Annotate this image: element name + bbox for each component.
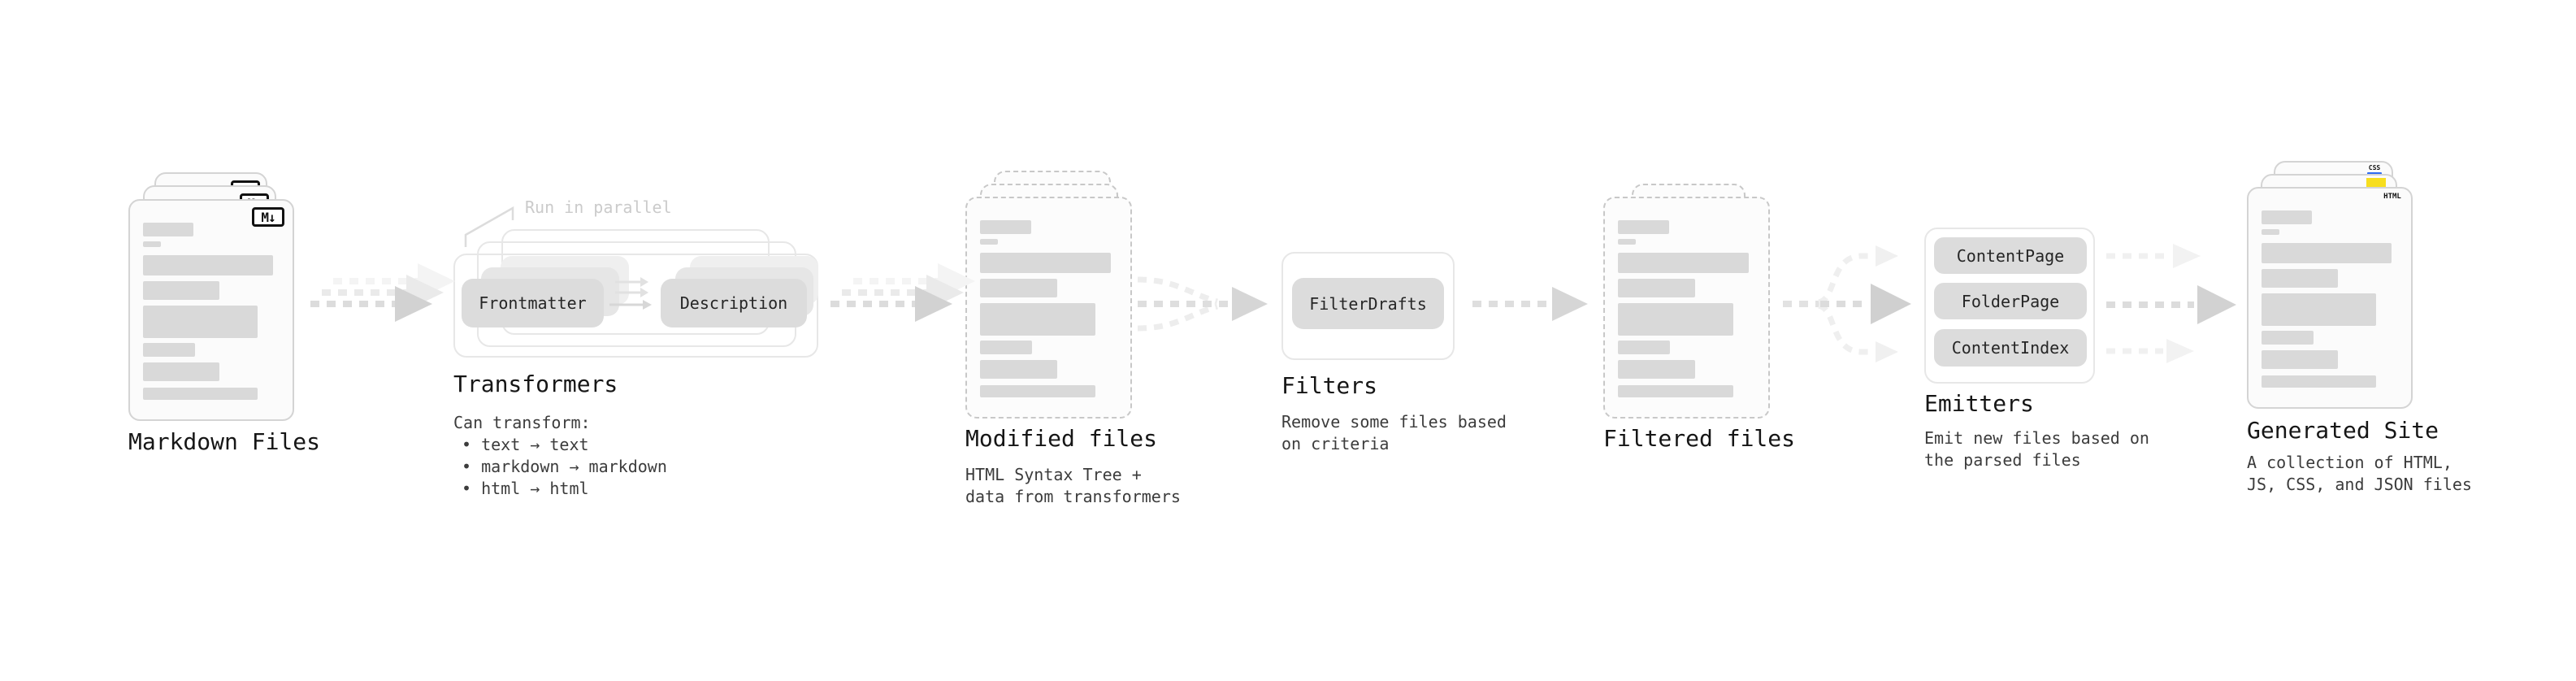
emitter-pill-folderpage: FolderPage	[1934, 283, 2087, 319]
skeleton-bar	[2262, 293, 2377, 326]
arrow-filters-to-filtered	[1472, 287, 1588, 321]
stage-title-filtered-files: Filtered files	[1603, 425, 1796, 452]
skeleton-bar	[143, 343, 195, 357]
html5-icon-label: HTML	[2383, 193, 2401, 201]
skeleton-bar	[980, 303, 1095, 336]
caption-line: JS, CSS, and JSON files	[2247, 475, 2472, 494]
skeleton-bar	[1618, 239, 1636, 245]
markdown-file-card-front: M↓	[128, 199, 294, 421]
skeleton-bar	[1618, 253, 1749, 273]
stage-title-modified-files: Modified files	[965, 425, 1158, 452]
skeleton-bar	[2262, 331, 2314, 345]
transformer-pill-frontmatter: Frontmatter	[462, 279, 604, 327]
skeleton-bar	[1618, 279, 1695, 297]
arrow-filtered-to-emitters-fan-out	[1783, 245, 1911, 362]
stage-title-generated-site: Generated Site	[2247, 417, 2439, 444]
emitter-pill-contentpage: ContentPage	[1934, 237, 2087, 274]
emitters-caption: Emit new files based on the parsed files	[1924, 427, 2149, 471]
skeleton-bar	[2262, 243, 2392, 263]
modified-file-card-front	[965, 197, 1132, 419]
skeleton-bar	[143, 223, 194, 236]
transformers-box-front	[453, 254, 818, 358]
stage-title-markdown-files: Markdown Files	[128, 428, 321, 455]
caption-line: A collection of HTML,	[2247, 453, 2452, 472]
skeleton-bar	[980, 220, 1031, 234]
arrow-markdown-to-transformers	[310, 263, 455, 322]
run-in-parallel-annotation: Run in parallel	[525, 197, 672, 217]
filter-pill-filterdrafts: FilterDrafts	[1292, 278, 1444, 329]
skeleton-bar	[980, 239, 998, 245]
modified-files-caption: HTML Syntax Tree + data from transformer…	[965, 464, 1181, 508]
skeleton-bar	[980, 279, 1057, 297]
skeleton-bar	[143, 388, 258, 400]
stage-title-filters: Filters	[1281, 372, 1378, 399]
filters-box	[1281, 252, 1455, 360]
css-icon-label: CSS	[2368, 164, 2381, 171]
javascript-icon	[2366, 178, 2386, 189]
caption-line: the parsed files	[1924, 450, 2081, 470]
emitters-box	[1924, 228, 2095, 384]
caption-line: Remove some files based	[1281, 412, 1507, 432]
html5-icon: HTML 5	[2382, 193, 2403, 201]
caption-heading: Can transform:	[453, 413, 591, 432]
transform-list-item: • text → text	[462, 435, 589, 454]
document-skeleton	[980, 220, 1117, 397]
skeleton-bar	[143, 255, 273, 275]
arrow-modified-to-filters-fan-in	[1137, 276, 1268, 332]
emitter-pill-contentindex: ContentIndex	[1934, 329, 2087, 367]
transform-list-item: • markdown → markdown	[462, 457, 667, 476]
skeleton-bar	[143, 281, 220, 300]
caption-line: Emit new files based on	[1924, 428, 2149, 448]
transform-list-item: • html → html	[462, 479, 589, 498]
transform-list: • text → text • markdown → markdown • ht…	[453, 434, 667, 500]
transformers-caption: Can transform: • text → text • markdown …	[453, 412, 667, 500]
filtered-file-card-front	[1603, 197, 1770, 419]
site-file-card-front: HTML 5	[2247, 187, 2413, 409]
skeleton-bar	[2262, 269, 2339, 288]
document-skeleton	[2262, 210, 2398, 388]
document-skeleton	[143, 223, 280, 400]
skeleton-bar	[143, 306, 258, 338]
skeleton-bar	[143, 362, 220, 381]
skeleton-bar	[2262, 375, 2377, 388]
caption-line: data from transformers	[965, 487, 1181, 506]
stage-title-emitters: Emitters	[1924, 390, 2034, 417]
skeleton-bar	[980, 253, 1111, 273]
document-skeleton	[1618, 220, 1755, 397]
skeleton-bar	[1618, 385, 1733, 397]
arrow-emitters-to-site	[2106, 244, 2236, 363]
arrow-transformers-to-modified	[830, 263, 975, 322]
skeleton-bar	[980, 360, 1057, 379]
skeleton-bar	[2262, 210, 2313, 224]
transformer-pill-description: Description	[661, 279, 807, 327]
generated-site-caption: A collection of HTML, JS, CSS, and JSON …	[2247, 452, 2472, 496]
filters-caption: Remove some files based on criteria	[1281, 411, 1507, 455]
skeleton-bar	[143, 241, 161, 247]
skeleton-bar	[1618, 340, 1671, 354]
stage-title-transformers: Transformers	[453, 371, 618, 397]
skeleton-bar	[980, 385, 1095, 397]
skeleton-bar	[1618, 303, 1733, 336]
skeleton-bar	[1618, 360, 1695, 379]
skeleton-bar	[2262, 229, 2279, 235]
skeleton-bar	[1618, 220, 1669, 234]
caption-line: on criteria	[1281, 434, 1390, 453]
skeleton-bar	[2262, 350, 2339, 369]
markdown-icon: M↓	[252, 207, 284, 227]
caption-line: HTML Syntax Tree +	[965, 465, 1142, 484]
skeleton-bar	[980, 340, 1033, 354]
